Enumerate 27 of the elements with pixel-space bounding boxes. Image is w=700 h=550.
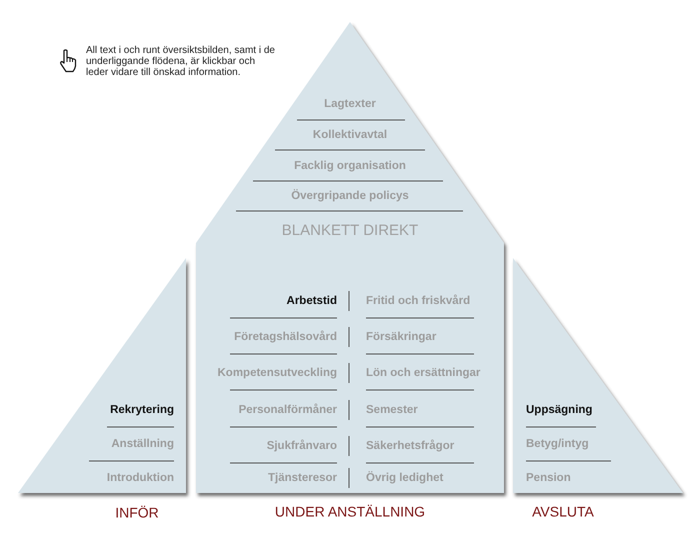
link-text: Sjukfrånvaro <box>266 439 337 453</box>
link-text: Facklig organisation <box>294 159 406 173</box>
link-text: Övergripande policys <box>291 189 409 203</box>
link-text: Lön och ersättningar <box>366 366 480 380</box>
link-text: Betyg/intyg <box>526 437 589 451</box>
link-text: Introduktion <box>106 471 174 485</box>
link-text: Säkerhetsfrågor <box>366 439 454 453</box>
link-text: BLANKETT DIREKT <box>282 222 418 240</box>
link-text: Pension <box>526 471 571 485</box>
link-text: Arbetstid <box>286 294 337 308</box>
section-heading: UNDER ANSTÄLLNING <box>274 504 426 520</box>
link-text: Kollektivavtal <box>312 128 388 142</box>
link-text: Anställning <box>111 437 174 451</box>
link-text: Uppsägning <box>526 403 592 417</box>
instruction-note: All text i och runt översiktsbilden, samt i de underliggande flödena, är klickbar och leder vidare till önskad information. <box>86 45 276 78</box>
link-text: Fritid och friskvård <box>366 294 470 308</box>
section-heading: AVSLUTA <box>532 504 594 520</box>
link-text: Rekrytering <box>110 403 174 417</box>
link-text: Tjänsteresor <box>268 471 337 485</box>
link-text: Lagtexter <box>324 97 376 111</box>
link-text: Försäkringar <box>366 330 436 344</box>
link-text: Personalförmåner <box>238 403 337 417</box>
link-text: Kompetensutveckling <box>218 366 337 380</box>
link-text: Övrig ledighet <box>366 471 444 485</box>
link-text: Semester <box>366 403 418 417</box>
section-heading: INFÖR <box>115 504 159 522</box>
link-text: Företagshälsovård <box>234 330 337 344</box>
